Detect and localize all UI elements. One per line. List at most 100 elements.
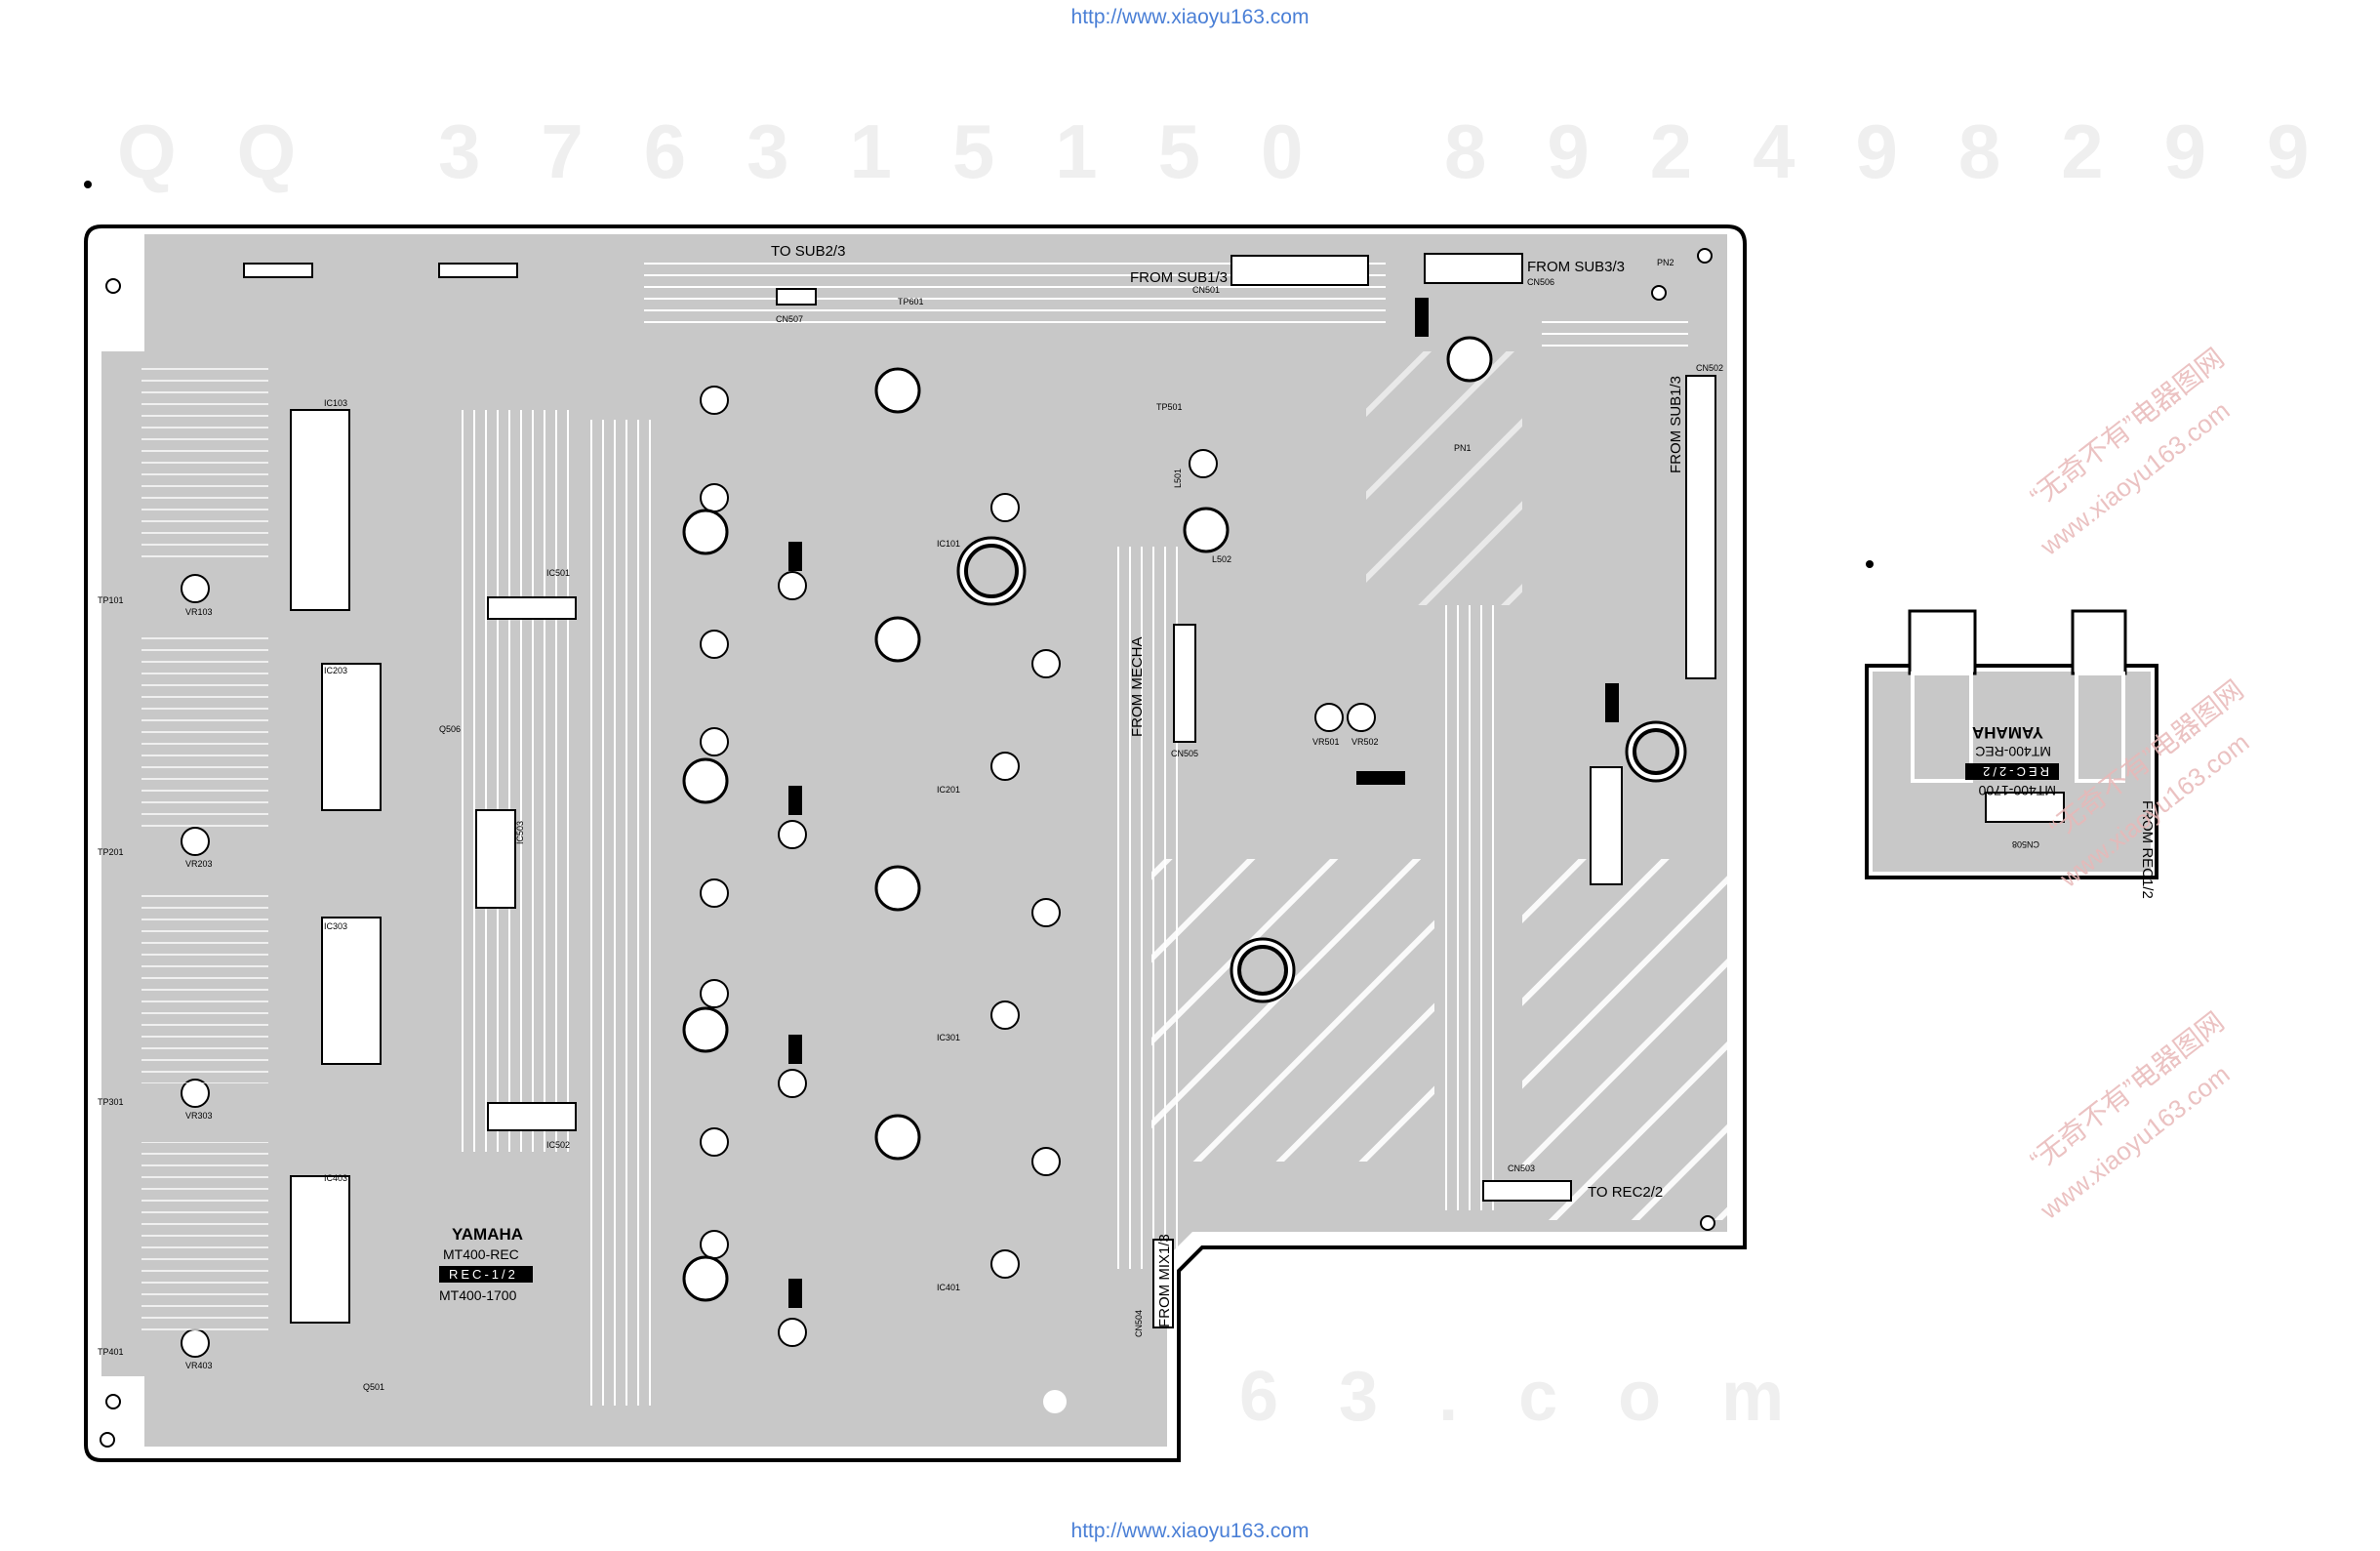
vr502-label: VR502 [1351,737,1379,747]
q506-label: Q506 [439,724,461,734]
top-resistor-bank-1 [243,263,313,278]
inductor-coils [682,336,1493,1302]
sub-board: MT400-1700 REC-2/2 MT400-REC YAMAHA FROM… [1865,609,2158,899]
vr303-label: VR303 [185,1111,213,1121]
ic503-body [487,596,577,620]
sub-cn508-label: CN508 [2012,839,2039,849]
ic401-label: IC401 [937,1283,960,1292]
vr103-label: VR103 [185,607,213,617]
ic203-label: IC203 [324,666,347,675]
cn507-header [776,288,817,306]
channel-strip-3 [141,888,382,1108]
pn1-label: PN1 [1454,443,1472,453]
black-jumper-6 [788,1035,802,1064]
trace-bundle-mid [585,420,654,1406]
ic-right-column [1590,766,1623,885]
cn503-header [1482,1180,1572,1202]
vr501-label: VR501 [1312,737,1340,747]
ic403-label: IC403 [324,1173,347,1183]
from-mix-label: FROM MIX1/3 [1156,1234,1173,1327]
cn505-header [1173,624,1196,743]
channel-strip-4 [141,1142,350,1358]
black-jumper-4 [788,542,802,571]
to-sub2-label: TO SUB2/3 [771,243,845,260]
bottom-url[interactable]: http://www.xiaoyu163.com [1070,1520,1310,1542]
cn507-label: CN507 [776,314,803,324]
sub-code: MT400-1700 [1978,783,2056,798]
cn501-label: CN501 [1192,285,1220,295]
channel-strip-1 [141,366,350,611]
cn502-label: CN502 [1696,363,1723,373]
main-part: REC-1/2 [449,1267,518,1282]
cn502-header [1685,375,1716,679]
ground-plane-hatch-3 [1366,351,1522,605]
sub-brand: YAMAHA [1972,723,2043,742]
q501-label: Q501 [363,1382,384,1392]
channel-strip-2 [141,634,382,856]
l502-label: L502 [1212,554,1231,564]
sub-jack-right [2071,609,2127,675]
ic103-label: IC103 [324,398,347,408]
sub-connector-label: FROM REC1/2 [2139,800,2156,899]
cn505-label: CN505 [1171,749,1198,758]
cn506-label: CN506 [1527,277,1554,287]
from-sub1-vertical-label: FROM SUB1/3 [1668,376,1684,473]
tp501-label: TP501 [1156,402,1183,412]
tp101-label: TP101 [98,595,124,605]
ic101-label: IC101 [937,539,960,549]
black-jumper-3 [1605,683,1619,722]
main-code: MT400-1700 [439,1287,517,1303]
trace-bundle-left [459,410,576,1152]
bullet-main [84,181,92,188]
site-watermark: 63.com [1239,1358,1845,1436]
to-rec2-label: TO REC2/2 [1588,1184,1663,1201]
tp401-label: TP401 [98,1347,124,1357]
phone-watermark: 892498299 [1444,108,2370,194]
black-jumper-1 [1415,298,1429,337]
trace-bundle-right [1112,547,1181,1269]
vr203-label: VR203 [185,859,213,869]
main-model-block: YAMAHA MT400-REC REC-1/2 MT400-1700 [439,1225,533,1303]
l501-label: L501 [1173,469,1183,488]
ground-plane-hatch-2 [1522,859,1727,1220]
ic303-label: IC303 [324,921,347,931]
cn508-header [1985,792,2065,823]
vr403-label: VR403 [185,1361,213,1370]
sub-model-block: MT400-1700 REC-2/2 MT400-REC YAMAHA [1965,723,2059,798]
ic502-body [487,1102,577,1131]
pn2-label: PN2 [1657,258,1674,267]
from-mecha-label: FROM MECHA [1129,637,1146,738]
ic301-label: IC301 [937,1033,960,1042]
tp301-label: TP301 [98,1097,124,1107]
ic201-label: IC201 [937,785,960,795]
ic501-label: IC501 [546,568,570,578]
from-sub1-label: FROM SUB1/3 [1130,269,1228,286]
bullet-sub [1866,560,1874,568]
ic502-label: IC502 [546,1140,570,1150]
tp201-label: TP201 [98,847,124,857]
main-board: TO SUB2/3 FROM SUB1/3 FROM SUB3/3 FROM S… [84,224,1747,1462]
sub-jack-left [1908,609,1977,675]
qq-watermark: QQ 376315150 [117,108,1364,194]
black-jumper-2 [1356,771,1405,785]
trace-bundle-upper-right [1542,312,1688,351]
cn504-label: CN504 [1134,1310,1144,1337]
black-jumper-5 [788,786,802,815]
ic501-body [475,809,516,909]
cn501-header [1230,255,1369,286]
ic503-label: IC503 [515,821,525,844]
cn504-header [1152,1239,1174,1328]
mounting-holes [100,248,1715,1448]
trace-bundle-bus [1444,605,1503,1210]
cn506-header [1424,253,1523,284]
sub-part: REC-2/2 [1980,764,2049,779]
black-jumper-7 [788,1279,802,1308]
tp601-label: TP601 [898,297,924,306]
trimmer-vr-column [700,386,1376,1347]
ground-plane-hatch [1151,859,1434,1162]
main-model: MT400-REC [443,1246,519,1262]
main-brand: YAMAHA [452,1225,523,1244]
cn503-label: CN503 [1508,1163,1535,1173]
top-url[interactable]: http://www.xiaoyu163.com [1070,6,1310,28]
